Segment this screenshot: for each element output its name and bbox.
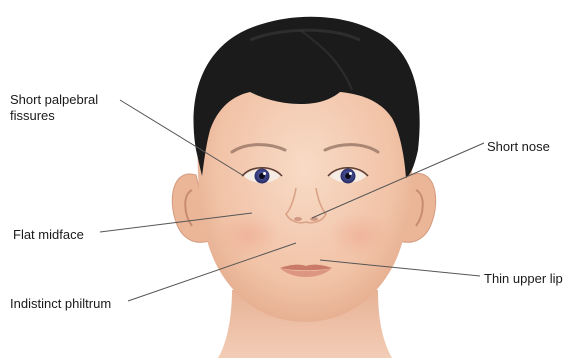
label-indistinct-philtrum: Indistinct philtrum <box>10 296 111 312</box>
left-eye-glint <box>263 172 266 175</box>
right-cheek-blush <box>328 213 392 257</box>
label-thin-upper-lip: Thin upper lip <box>484 271 563 287</box>
left-nostril <box>294 217 302 221</box>
label-flat-midface: Flat midface <box>13 227 84 243</box>
label-short-nose: Short nose <box>487 139 550 155</box>
left-cheek-blush <box>216 213 280 257</box>
right-eye-glint <box>349 172 352 175</box>
label-short-palpebral-fissures: Short palpebral fissures <box>10 92 140 124</box>
